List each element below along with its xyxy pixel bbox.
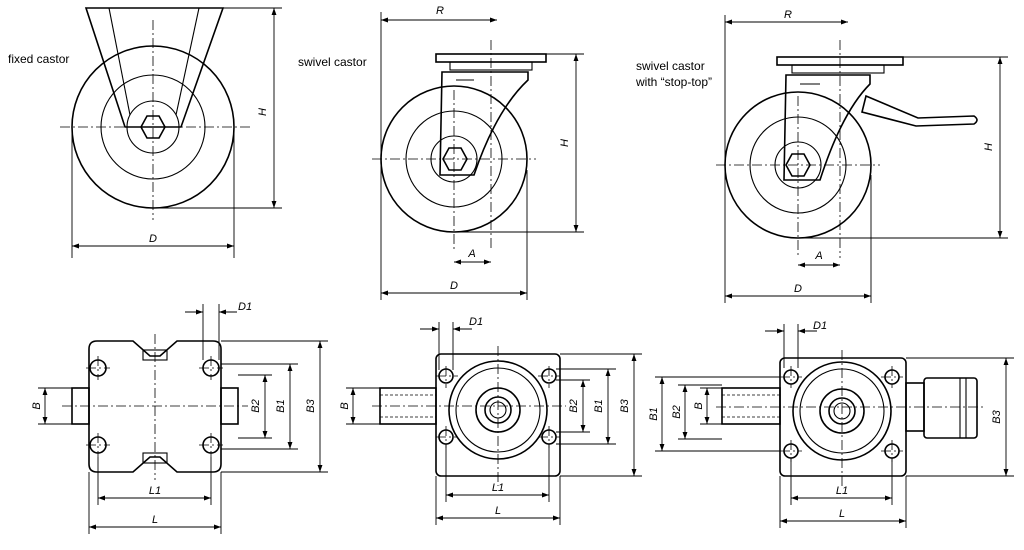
stoptop-brake-lever	[861, 94, 978, 127]
swivel-castor-side-view: swivel castor R H A D	[298, 5, 584, 300]
fixed-castor-label: fixed castor	[8, 52, 69, 66]
fixed-plan-plate	[88, 340, 222, 473]
stoptop-dim-R: R	[784, 9, 792, 21]
swivel-dim-H: H	[559, 139, 571, 147]
stoptop-plan-dim-L1: L1	[836, 485, 848, 497]
swivel-castor-label: swivel castor	[298, 55, 367, 69]
stoptop-plan-dim-L: L	[839, 508, 845, 520]
stoptop-dim-H: H	[983, 143, 995, 151]
swivel-dim-A: A	[467, 248, 475, 260]
stoptop-plan-dim-B1: B1	[648, 407, 660, 420]
stoptop-castor-side-view: swivel castor with “stop-top” R H A D	[635, 9, 1008, 303]
stoptop-plan-dim-B: B	[693, 402, 705, 409]
fixed-plan-dim-B2: B2	[250, 399, 262, 412]
swivel-fork	[439, 71, 529, 176]
swivel-plan-dim-B: B	[339, 402, 351, 409]
swivel-plan-dim-L1: L1	[492, 482, 504, 494]
swivel-dim-R: R	[436, 5, 444, 17]
stoptop-label-line2: with “stop-top”	[635, 75, 712, 89]
stoptop-plan-dim-B2: B2	[671, 405, 683, 418]
swivel-dim-D: D	[450, 280, 458, 292]
stoptop-fork	[783, 74, 871, 181]
stoptop-plan-dim-D1: D1	[813, 320, 827, 332]
swivel-plan-dim-L: L	[495, 505, 501, 517]
stoptop-plan-brake-pedal	[923, 377, 978, 439]
stoptop-plan-plate	[779, 357, 907, 477]
stoptop-castor-plan-view: D1 B1 B2 B B3 L1 L	[648, 320, 1014, 528]
fixed-dim-D: D	[149, 233, 157, 245]
swivel-plan-dim-B1: B1	[593, 399, 605, 412]
fixed-plan-dim-B3: B3	[305, 398, 317, 412]
fixed-plan-dim-D1: D1	[238, 301, 252, 313]
fixed-plan-dim-B: B	[31, 402, 43, 409]
swivel-plan-dim-D1: D1	[469, 316, 483, 328]
fixed-castor-side-view: fixed castor H D	[8, 7, 282, 258]
fixed-plan-dim-L: L	[152, 514, 158, 526]
stoptop-dim-A: A	[814, 250, 822, 262]
fixed-castor-plan-view: D1 B B2 B1 B3 L1 L	[31, 301, 328, 534]
stoptop-label-line1: swivel castor	[636, 59, 705, 73]
fixed-plan-dim-L1: L1	[149, 485, 161, 497]
stoptop-plan-dim-B3: B3	[991, 409, 1003, 423]
stoptop-plan-wheel	[721, 387, 781, 425]
stoptop-dim-D: D	[794, 283, 802, 295]
fixed-fork-bracket	[84, 7, 225, 128]
fixed-plan-dim-B1: B1	[275, 399, 287, 412]
swivel-castor-plan-view: D1 B B2 B1 B3 L1 L	[339, 316, 642, 525]
swivel-plan-dim-B3: B3	[619, 398, 631, 412]
fixed-dim-H: H	[257, 108, 269, 116]
swivel-plan-dim-B2: B2	[568, 399, 580, 412]
